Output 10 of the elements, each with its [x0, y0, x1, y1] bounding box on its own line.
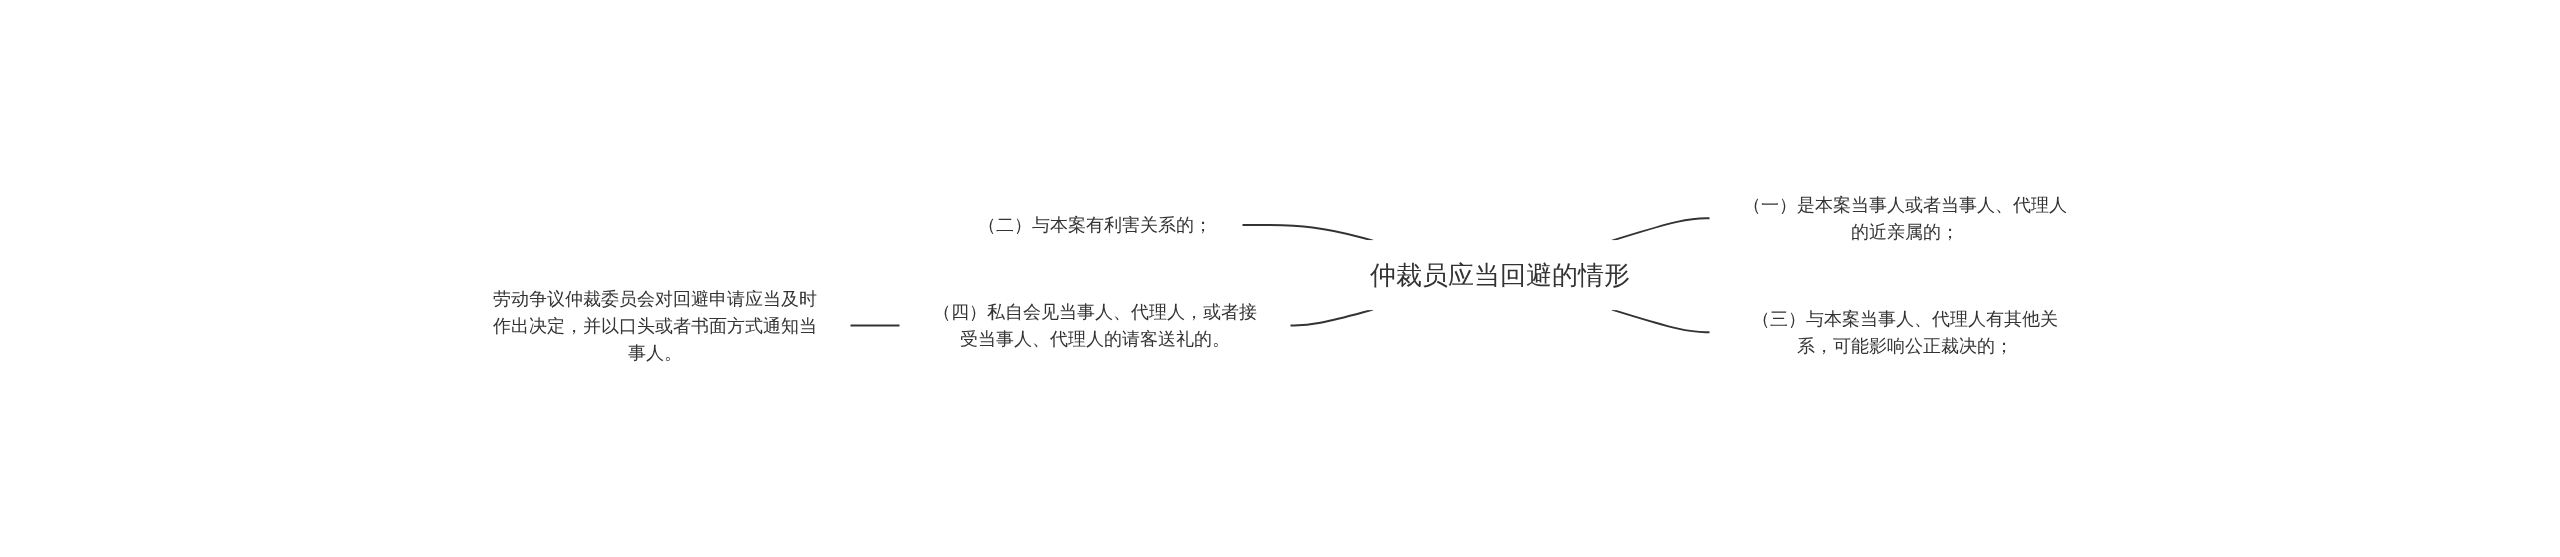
- connector: [1289, 308, 1374, 327]
- connector: [1610, 308, 1711, 334]
- node-text: （三）与本案当事人、代理人有其他关系，可能影响公正裁决的；: [1752, 308, 2058, 357]
- node-text: （一）是本案当事人或者当事人、代理人的近亲属的；: [1743, 194, 2067, 243]
- node-text: 劳动争议仲裁委员会对回避申请应当及时作出决定，并以口头或者书面方式通知当事人。: [493, 287, 817, 363]
- node-text: （四）私自会见当事人、代理人，或者接受当事人、代理人的请客送礼的。: [933, 301, 1257, 350]
- node-text: 仲裁员应当回避的情形: [1370, 259, 1630, 290]
- node-text: （二）与本案有利害关系的；: [978, 214, 1212, 236]
- connector: [1241, 223, 1374, 242]
- connector: [849, 324, 901, 327]
